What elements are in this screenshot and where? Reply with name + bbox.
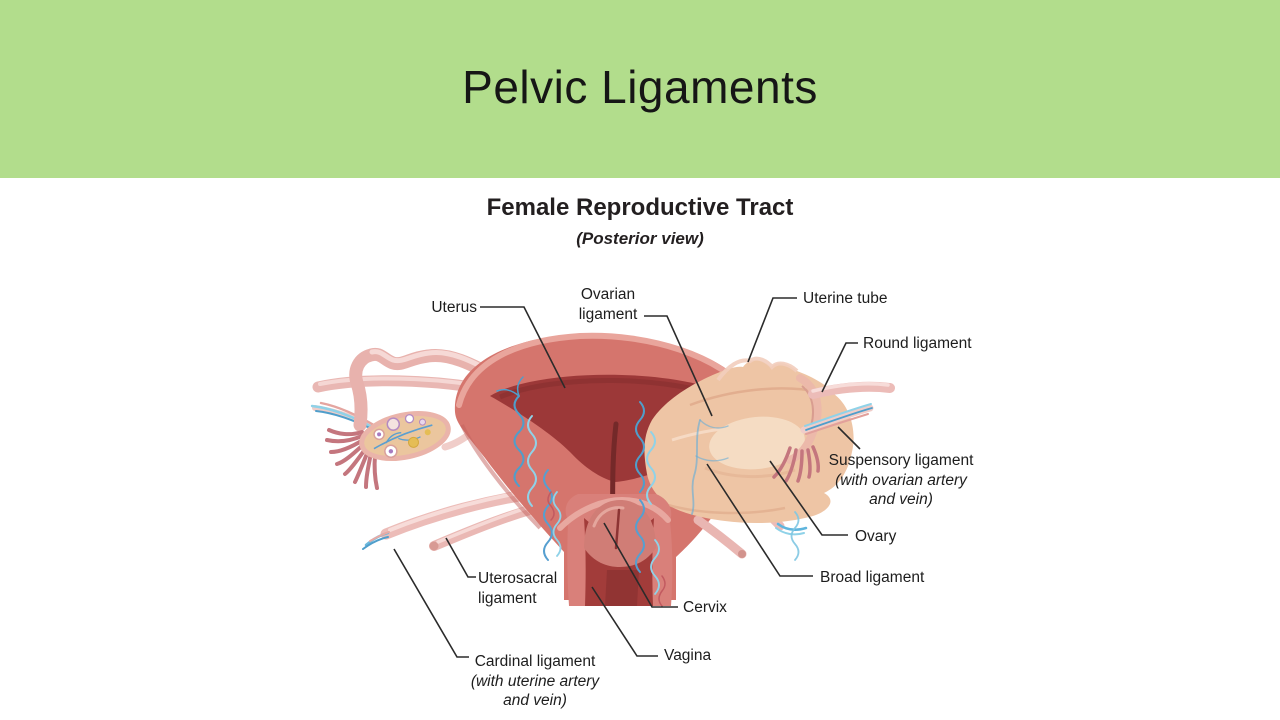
leader-lines [393, 297, 861, 658]
leader-uterine-tube [747, 297, 797, 363]
label-suspensory-ligament: Suspensory ligament (with ovarian artery… [828, 452, 974, 508]
leader-vagina [591, 586, 658, 657]
leader-ovarian-ligament [644, 315, 713, 417]
right-fimbriae [772, 445, 820, 483]
label-broad-ligament: Broad ligament [820, 569, 925, 586]
label-cervix: Cervix [683, 599, 727, 616]
uterine-blood-vessels [496, 376, 800, 607]
right-round-ligament-tube [808, 381, 895, 399]
leader-uterus [480, 306, 566, 389]
broad-ligament-membrane [644, 356, 854, 524]
slide-title: Pelvic Ligaments [462, 61, 818, 113]
leader-uterosacral-ligament [445, 537, 476, 578]
leader-ovary [769, 460, 848, 536]
right-suspensory-ligament-vessels [800, 403, 874, 435]
vagina [557, 494, 673, 606]
leader-cervix [603, 522, 678, 608]
left-uterine-tube [349, 347, 512, 432]
label-ovary: Ovary [855, 528, 897, 545]
leader-suspensory-ligament [837, 426, 861, 450]
label-vagina: Vagina [664, 647, 712, 664]
label-round-ligament: Round ligament [863, 335, 972, 352]
label-uterus: Uterus [431, 299, 477, 316]
label-cardinal-ligament: Cardinal ligament (with uterine artery a… [470, 653, 600, 709]
diagram-title: Female Reproductive Tract [486, 194, 794, 221]
label-ovarian-ligament: Ovarian ligament [578, 286, 638, 323]
leader-cardinal-ligament [393, 548, 469, 658]
title-banner [0, 0, 1280, 178]
leader-broad-ligament [706, 463, 813, 577]
label-uterosacral-ligament: Uterosacral ligament [478, 570, 558, 607]
diagram-subtitle: (Posterior view) [576, 229, 704, 248]
leader-round-ligament [821, 342, 858, 393]
left-ovary-cut-open [359, 411, 451, 461]
cervix-dome [584, 500, 656, 567]
right-ovary-bulge [709, 416, 805, 470]
label-uterine-tube: Uterine tube [803, 290, 888, 307]
